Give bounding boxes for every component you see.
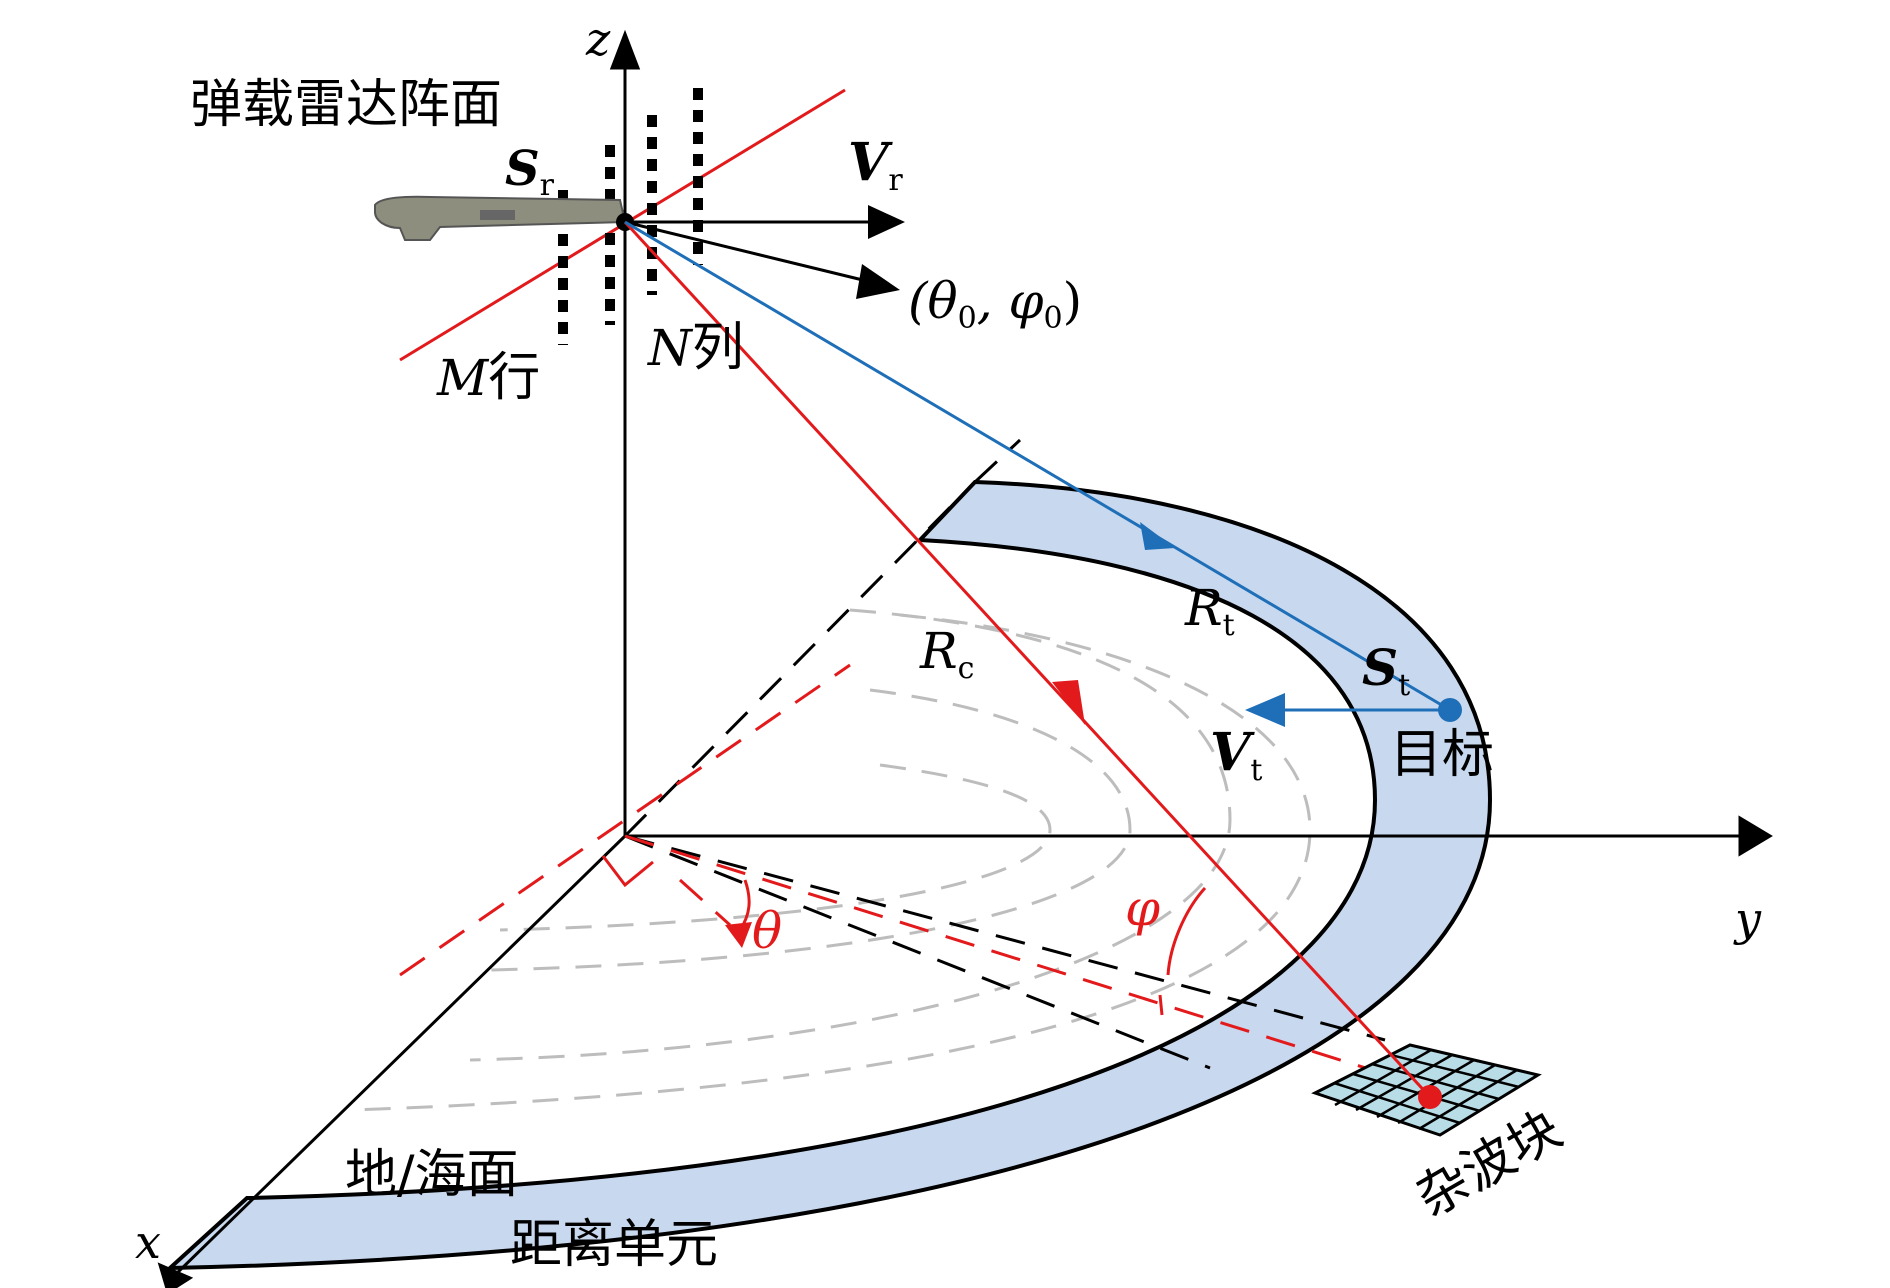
range-rings (349, 608, 1312, 1112)
n-cols-label: N列 (647, 318, 744, 378)
radar-array-label: 弹载雷达阵面 (190, 75, 502, 135)
r-c-label: Rc (919, 622, 974, 686)
beam-direction-label: (θ0, φ0) (908, 272, 1082, 336)
z-axis-label: z (585, 12, 611, 66)
z-axis-arrow (609, 29, 641, 70)
clutter-patch-dot (1418, 1085, 1442, 1109)
rt-arrowhead (1140, 522, 1175, 550)
vt-arrowhead (1245, 693, 1285, 727)
theta-arrow (725, 922, 752, 948)
r-t-label: Rt (1184, 579, 1235, 643)
axes (157, 29, 1773, 1288)
target-label: 目标 (1390, 725, 1494, 785)
x-axis-arrow (157, 1262, 194, 1288)
s-t-label: St (1362, 638, 1410, 703)
range-cell-band (164, 479, 1493, 1271)
y-axis-arrow (1738, 815, 1773, 857)
theta-label: θ (752, 902, 782, 960)
rt-line (624, 220, 1451, 712)
beam-direction-arrowhead (856, 264, 900, 299)
ground-label: 地/海面 (345, 1145, 519, 1205)
rc-line (623, 220, 1432, 1099)
x-axis-line (173, 834, 627, 1277)
rc-arrowhead (1052, 680, 1085, 725)
x-axis-label: x (135, 1215, 161, 1269)
phi-label: φ (1125, 879, 1160, 937)
y-axis-label: y (1733, 892, 1762, 946)
vr-arrowhead (868, 205, 905, 239)
right-angle-marker (601, 855, 654, 888)
v-r-label: Vr (848, 132, 903, 198)
beam-direction-line (624, 220, 876, 285)
v-t-label: Vt (1210, 722, 1262, 788)
m-rows-label: M行 (436, 348, 540, 408)
black-dashed-lines (623, 438, 1386, 1070)
missile (374, 195, 627, 241)
s-r-label: Sr (505, 141, 555, 203)
phi-tick (1158, 994, 1164, 1016)
range-cell-label: 距离单元 (510, 1215, 718, 1275)
red-dashed-lines (399, 663, 1421, 1087)
phi-arc (1166, 886, 1207, 976)
